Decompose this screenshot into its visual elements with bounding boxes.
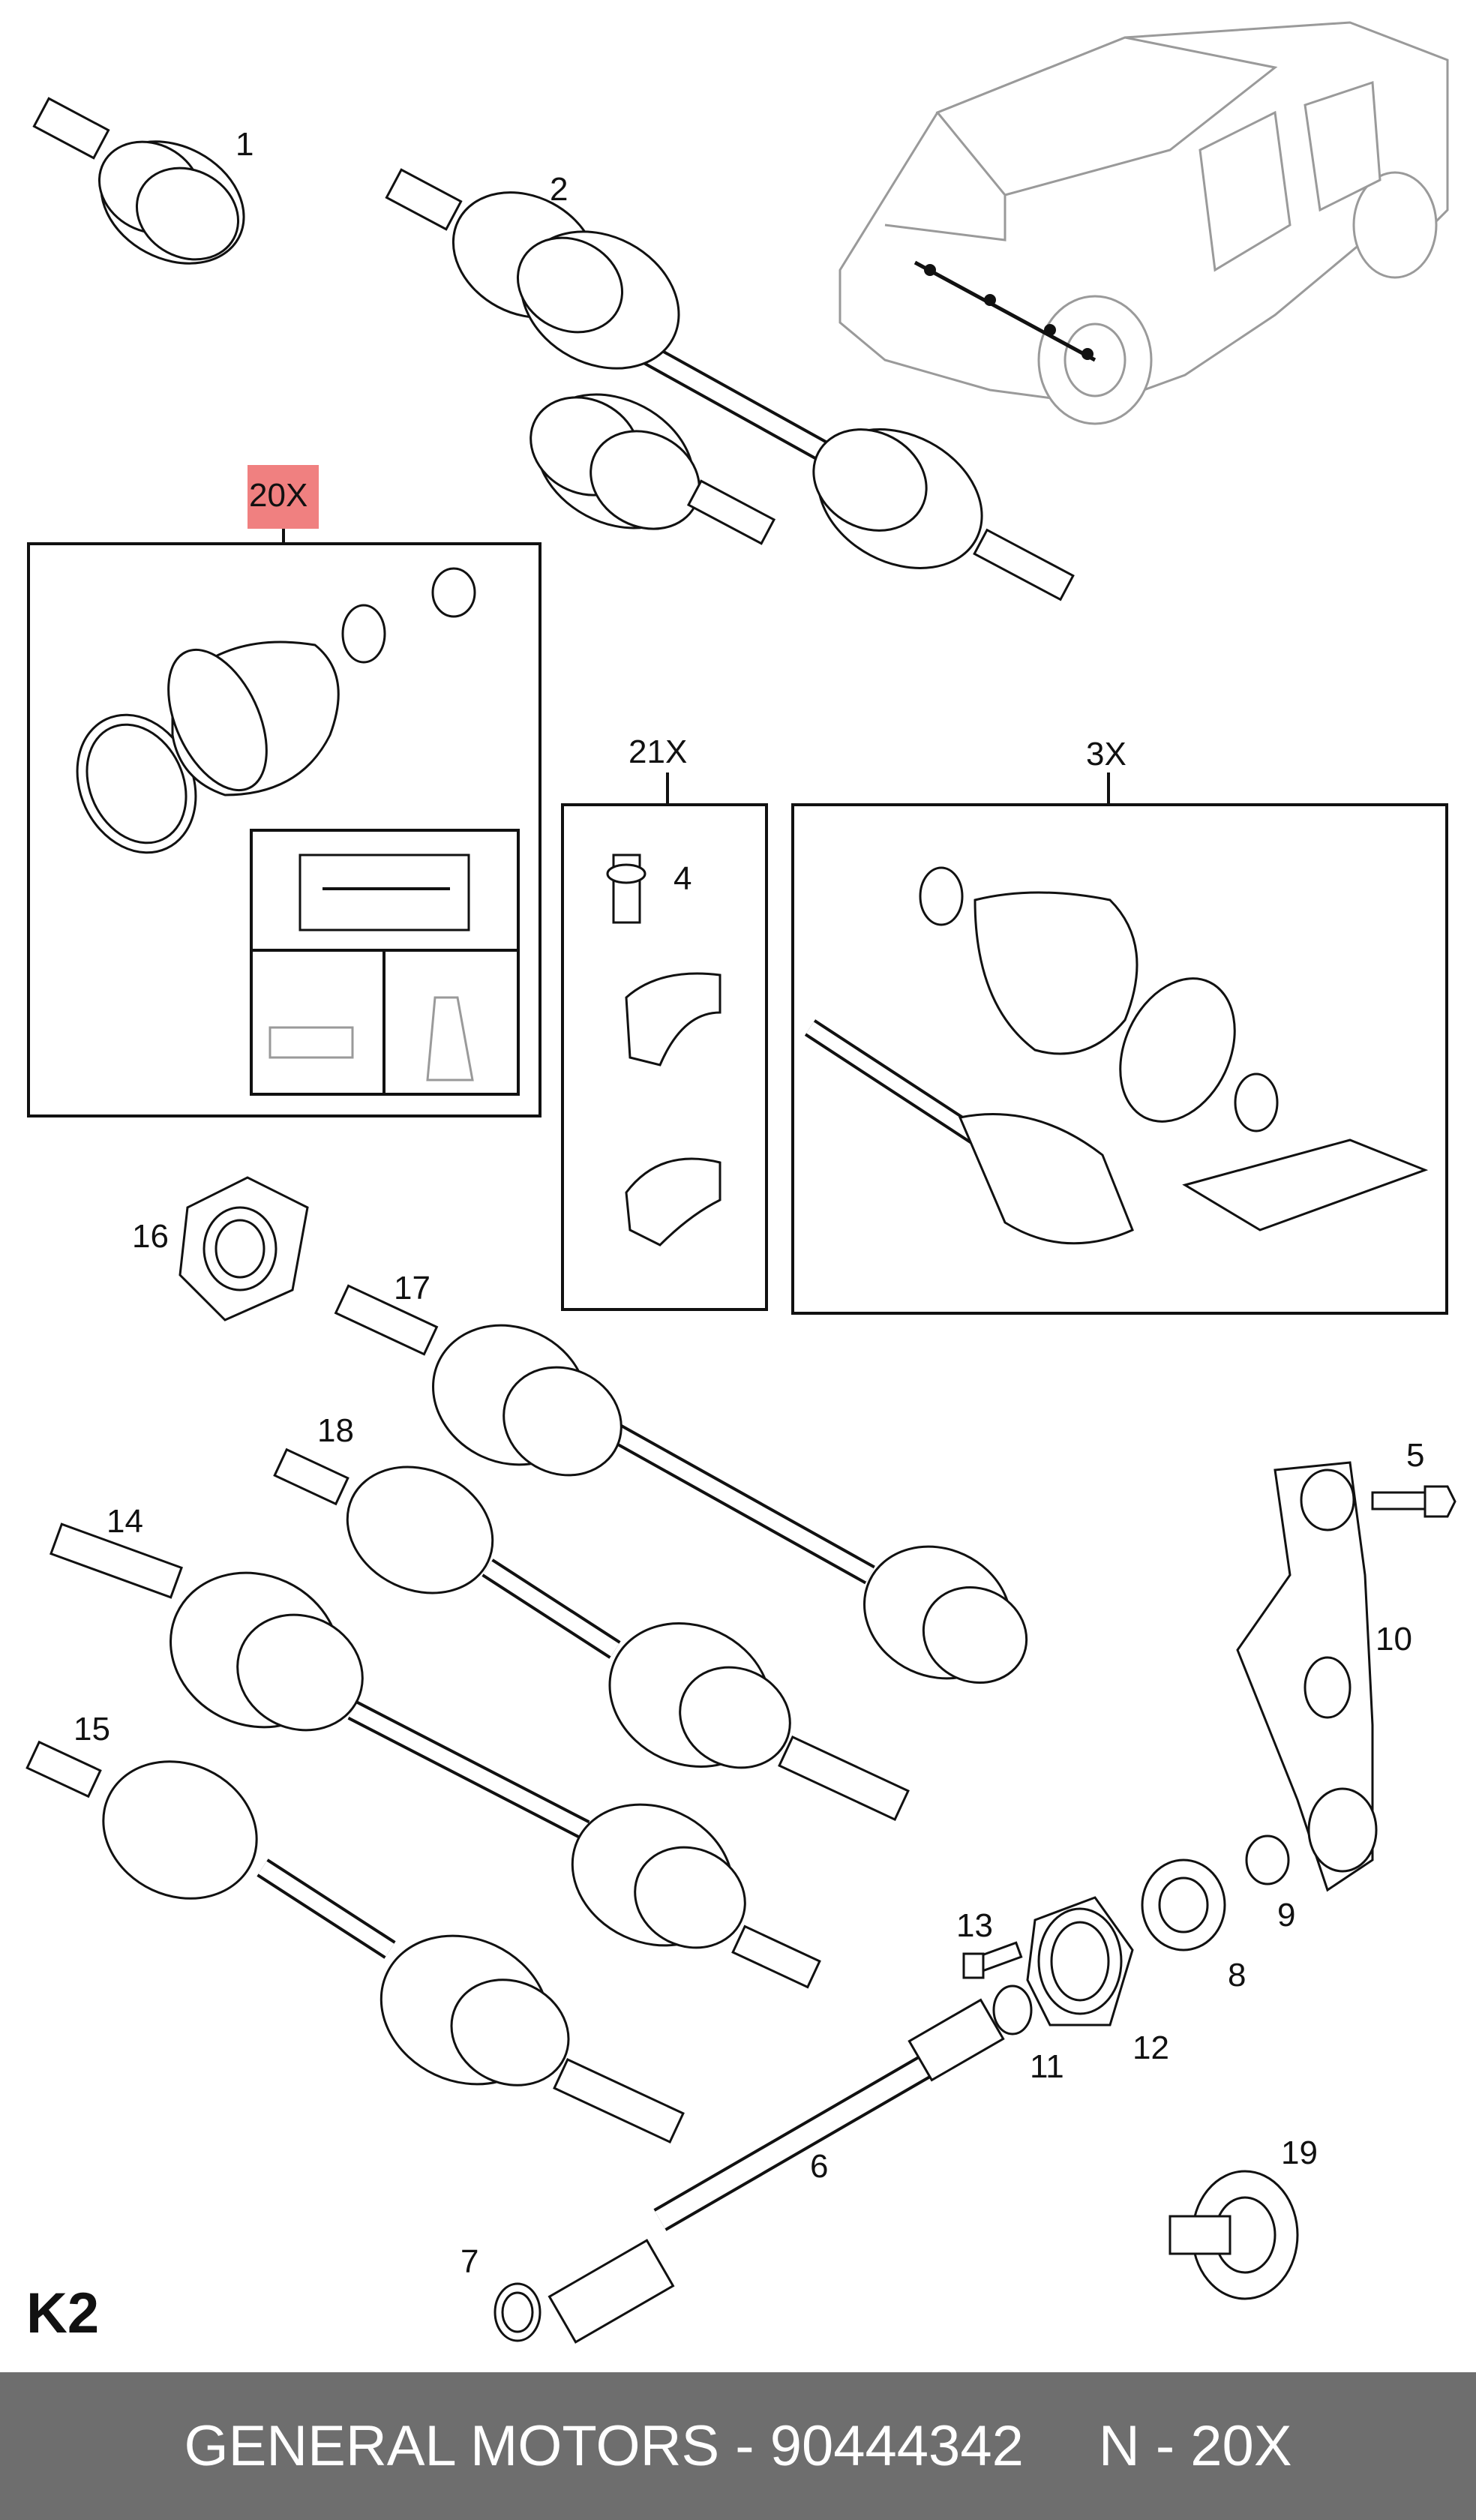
label-11: 11	[1030, 2048, 1064, 2085]
part-labels: 1 2 20X 21X 3X 4 16 17 18 14 15 5 10 9 1…	[74, 126, 1424, 2280]
footer-note: N - 20X	[1098, 2414, 1292, 2478]
label-12: 12	[1132, 2030, 1169, 2066]
footer-bar: GENERAL MOTORS - 90444342 N - 20X	[0, 2372, 1476, 2520]
footer-brand: GENERAL MOTORS	[184, 2414, 720, 2478]
seal-7[interactable]	[494, 2282, 542, 2342]
footer-separator: -	[735, 2414, 754, 2478]
label-9: 9	[1277, 1897, 1295, 1934]
label-3x: 3X	[1086, 736, 1126, 772]
kit-20x-box[interactable]	[27, 542, 542, 1118]
bearing-8[interactable]	[1141, 1858, 1226, 1952]
footer-part-number: 90444342	[770, 2414, 1024, 2478]
bracket-16[interactable]	[178, 1176, 309, 1322]
label-7: 7	[460, 2243, 478, 2280]
section-code: K2	[26, 2282, 99, 2345]
label-20x: 20X	[249, 477, 308, 514]
circlip-9[interactable]	[1245, 1834, 1290, 1886]
bolt-5[interactable]	[1371, 1485, 1456, 1518]
label-4: 4	[674, 860, 692, 897]
label-13: 13	[956, 1907, 993, 1944]
label-5: 5	[1406, 1437, 1424, 1474]
label-1: 1	[236, 126, 254, 163]
label-15: 15	[74, 1711, 110, 1748]
kit-21x-box[interactable]	[561, 772, 768, 1311]
label-8: 8	[1228, 1957, 1246, 1994]
flange-19[interactable]	[1168, 2170, 1299, 2300]
car-illustration	[838, 21, 1449, 425]
drive-shaft-17[interactable]	[334, 1284, 1042, 1702]
label-10: 10	[1376, 1621, 1412, 1658]
label-2: 2	[550, 171, 568, 208]
drive-shaft-18[interactable]	[273, 1444, 910, 1821]
kit-3x-box[interactable]	[791, 772, 1448, 1315]
drive-shaft-15[interactable]	[26, 1737, 685, 2144]
intermediate-shaft-6[interactable]	[548, 1998, 1005, 2344]
label-18: 18	[317, 1412, 354, 1449]
circlip-11[interactable]	[992, 1984, 1033, 2036]
label-6: 6	[810, 2148, 828, 2185]
label-19: 19	[1281, 2134, 1318, 2171]
label-16: 16	[132, 1218, 169, 1255]
drive-shaft-14[interactable]	[50, 1522, 821, 1989]
housing-12[interactable]	[1026, 1896, 1134, 2026]
drive-shaft-1[interactable]	[32, 97, 776, 554]
label-17: 17	[394, 1270, 430, 1306]
drive-shaft-2[interactable]	[385, 168, 1075, 602]
label-14: 14	[106, 1503, 143, 1540]
bracket-10[interactable]	[1236, 1461, 1378, 1892]
label-21x: 21X	[628, 734, 687, 770]
highlight-20x	[248, 465, 319, 529]
bolt-13[interactable]	[962, 1941, 1023, 1979]
